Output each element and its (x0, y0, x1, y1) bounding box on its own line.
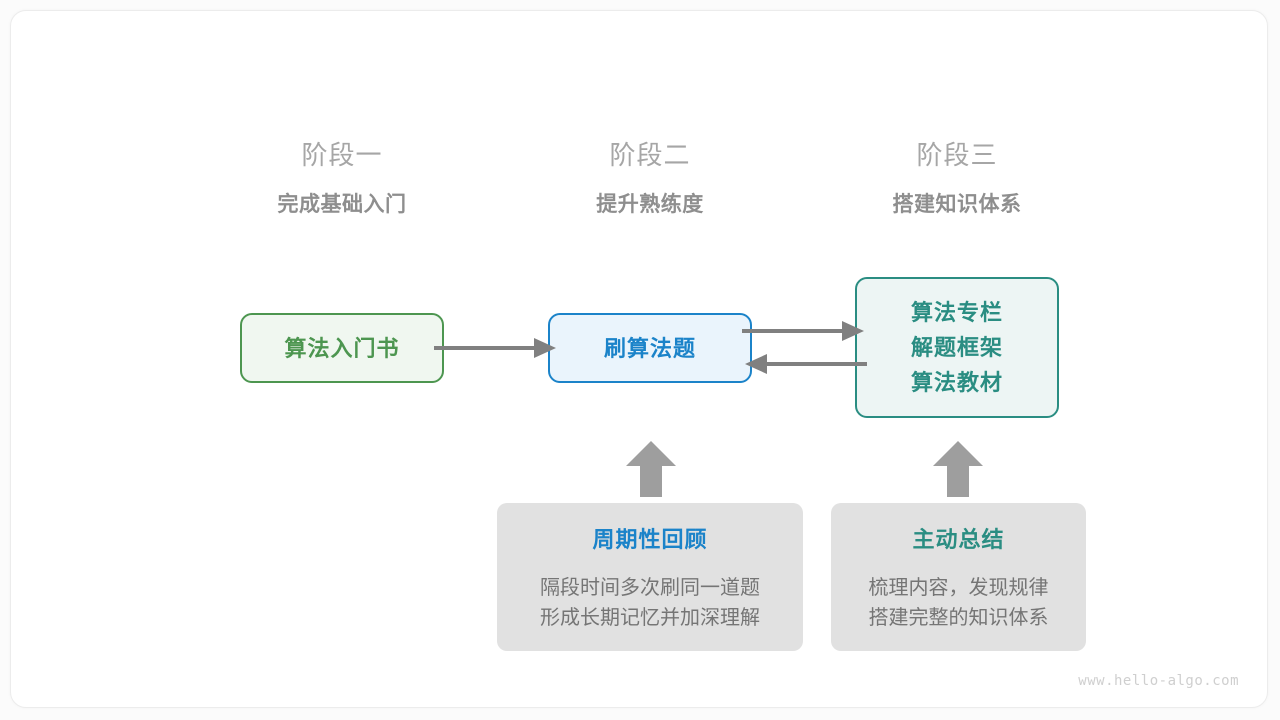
stage-header-3: 阶段三 搭建知识体系 (827, 137, 1087, 220)
note-periodic-review-body-line-2: 形成长期记忆并加深理解 (540, 607, 760, 629)
note-periodic-review[interactable]: 周期性回顾 隔段时间多次刷同一道题 形成长期记忆并加深理解 (497, 503, 803, 651)
node-resources-line-3: 算法教材 (910, 370, 1003, 395)
node-intro-book[interactable]: 算法入门书 (240, 313, 444, 383)
stage-header-1: 阶段一 完成基础入门 (212, 137, 472, 220)
node-resources-line-2: 解题框架 (910, 335, 1003, 360)
node-practice-problems[interactable]: 刷算法题 (548, 313, 752, 383)
note-active-summary-body: 梳理内容，发现规律 搭建完整的知识体系 (869, 573, 1049, 633)
connector-resources-to-practice (745, 354, 867, 374)
node-resources[interactable]: 算法专栏 解题框架 算法教材 (855, 277, 1059, 418)
note-active-summary-body-line-1: 梳理内容，发现规律 (868, 577, 1049, 599)
watermark: www.hello-algo.com (1078, 673, 1239, 689)
note-active-summary-title: 主动总结 (912, 527, 1005, 552)
connector-review-to-practice (626, 441, 676, 497)
stage-3-goal: 搭建知识体系 (892, 193, 1022, 216)
node-intro-book-line-1: 算法入门书 (284, 335, 400, 361)
note-active-summary-body-line-2: 搭建完整的知识体系 (868, 607, 1049, 629)
stage-1-name: 阶段一 (301, 140, 383, 170)
note-periodic-review-title: 周期性回顾 (592, 527, 708, 552)
stage-header-2: 阶段二 提升熟练度 (520, 137, 780, 220)
diagram-canvas: 阶段一 完成基础入门 阶段二 提升熟练度 阶段三 搭建知识体系 算法入门书 刷算… (10, 10, 1268, 708)
connector-summary-to-resources (933, 441, 983, 497)
stage-2-goal: 提升熟练度 (596, 193, 704, 216)
note-periodic-review-body-line-1: 隔段时间多次刷同一道题 (540, 577, 760, 599)
note-active-summary[interactable]: 主动总结 梳理内容，发现规律 搭建完整的知识体系 (831, 503, 1086, 651)
stage-3-name: 阶段三 (916, 140, 998, 170)
node-practice-problems-line-1: 刷算法题 (603, 335, 696, 361)
node-resources-line-1: 算法专栏 (910, 300, 1003, 325)
stage-1-goal: 完成基础入门 (277, 193, 407, 216)
note-periodic-review-body: 隔段时间多次刷同一道题 形成长期记忆并加深理解 (540, 573, 760, 633)
connector-practice-to-resources (742, 321, 864, 341)
connector-book-to-practice (434, 338, 556, 358)
stage-2-name: 阶段二 (609, 140, 691, 170)
